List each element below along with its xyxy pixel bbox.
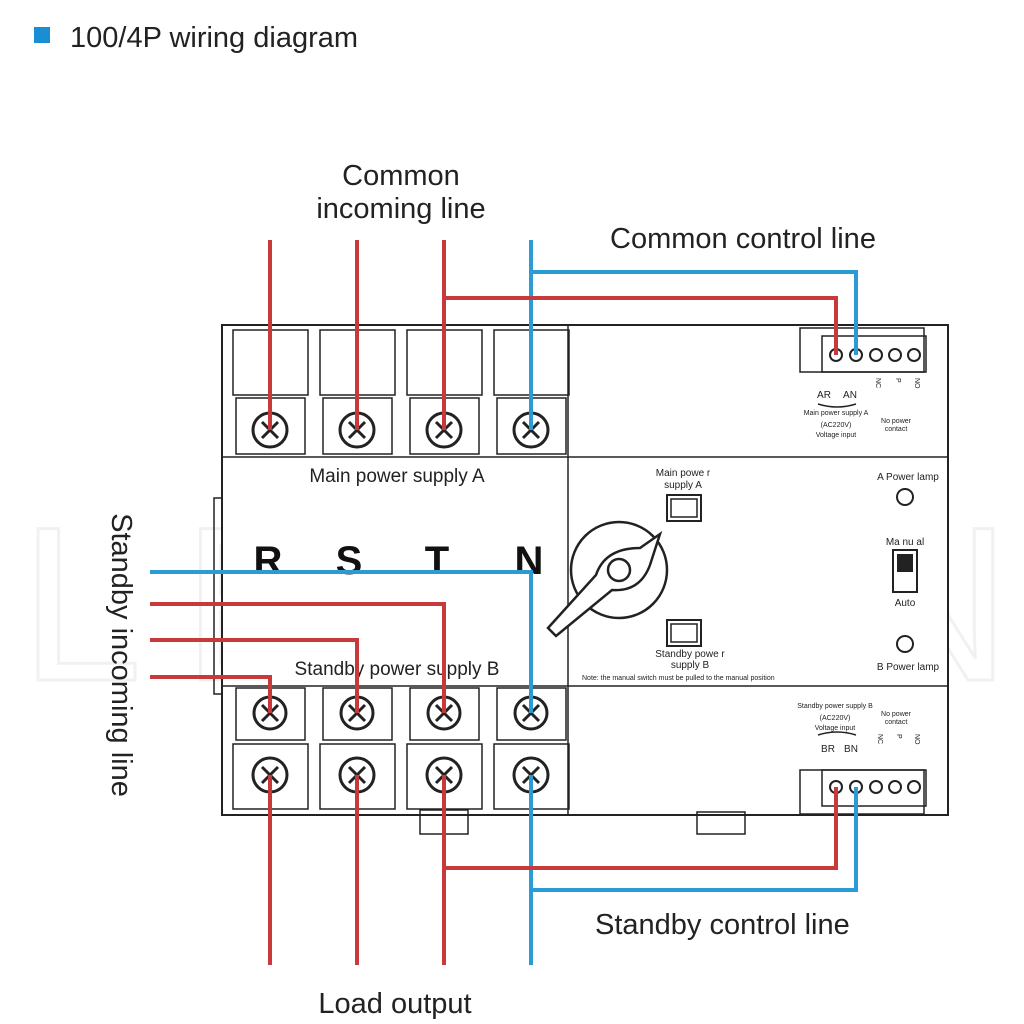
page-title: 100/4P wiring diagram (70, 22, 358, 54)
top-contact-nc: NC (874, 378, 881, 388)
switch-main-label-1: Main powe r (656, 468, 711, 479)
main-input-label-1: Main power supply A (804, 410, 869, 417)
b-power-lamp-icon (896, 635, 914, 653)
bottom-terminal-rows (232, 687, 570, 810)
standby-input-label-3: Voltage input (815, 725, 856, 732)
load-output-label: Load output (318, 988, 471, 1020)
common-incoming-line-label-2: incoming line (316, 193, 485, 225)
bottom-contact-nc: NC (876, 734, 883, 744)
a-power-lamp-icon (896, 488, 914, 506)
bn-label: BN (844, 744, 858, 755)
phase-label-r: R (254, 539, 283, 583)
common-control-line-label: Common control line (610, 223, 876, 255)
wire-standby-s (150, 638, 359, 713)
manual-switch-note: Note: the manual switch must be pulled t… (582, 675, 775, 682)
b-power-lamp-label: B Power lamp (877, 662, 940, 673)
top-no-power-1: No power (881, 418, 912, 425)
title-marker-icon (34, 27, 50, 43)
control-screw-icon[interactable] (888, 348, 902, 362)
standby-supply-button-face (670, 623, 698, 643)
top-brace-icon (817, 403, 857, 408)
top-control-block: AR AN Main power supply A (AC220V) Volta… (799, 327, 927, 439)
bottom-no-power-1: No power (881, 711, 912, 718)
main-power-supply-label: Main power supply A (309, 466, 485, 487)
bottom-no-power-2: contact (885, 719, 908, 726)
top-no-power-2: contact (885, 426, 908, 433)
control-screw-icon[interactable] (869, 348, 883, 362)
switch-standby-label-1: Standby powe r (655, 649, 725, 660)
standby-power-supply-label: Standby power supply B (295, 659, 500, 680)
wire-standby-control-live (444, 787, 838, 870)
standby-input-label-1: Standby power supply B (797, 703, 873, 710)
switch-standby-label-2: supply B (671, 660, 710, 671)
standby-control-line-label: Standby control line (595, 909, 850, 941)
ar-label: AR (817, 390, 831, 401)
standby-input-label-2: (AC220V) (820, 715, 851, 722)
wire-common-control-neutral (531, 270, 858, 355)
wire-standby-t (150, 602, 446, 713)
manual-label: Ma nu al (886, 537, 924, 548)
control-screw-icon[interactable] (907, 348, 921, 362)
rotary-handle-icon[interactable] (546, 530, 663, 638)
top-contact-no: NO (913, 378, 920, 389)
control-panel: Main powe r supply A Standby powe r supp… (546, 468, 940, 682)
control-screw-icon[interactable] (888, 780, 902, 794)
an-label: AN (843, 390, 857, 401)
control-screw-icon[interactable] (869, 780, 883, 794)
main-input-label-3: Voltage input (816, 432, 857, 439)
switch-main-label-2: supply A (664, 480, 702, 491)
a-power-lamp-label: A Power lamp (877, 472, 939, 483)
br-label: BR (821, 744, 835, 755)
bottom-contact-p: P (895, 734, 902, 739)
wire-common-control-live (444, 296, 838, 355)
phase-label-s: S (336, 539, 363, 583)
top-contact-p: P (894, 378, 901, 383)
phase-label-t: T (425, 539, 449, 583)
bottom-brace-icon (817, 731, 857, 736)
control-screw-icon[interactable] (907, 780, 921, 794)
standby-incoming-line-label: Standby incoming line (105, 513, 137, 797)
auto-label: Auto (895, 598, 916, 609)
wire-standby-control-neutral (531, 787, 858, 892)
din-clip-right (696, 811, 746, 835)
toggle-knob-icon (897, 554, 913, 572)
wires (150, 240, 858, 965)
rotary-hub-icon (606, 557, 632, 583)
wire-standby-r (150, 675, 272, 713)
bottom-contact-no: NO (913, 734, 920, 745)
bottom-control-block: Standby power supply B (AC220V) Voltage … (797, 703, 927, 815)
main-input-label-2: (AC220V) (821, 422, 852, 429)
wire-standby-n (150, 570, 533, 713)
common-incoming-line-label-1: Common (342, 160, 460, 192)
main-supply-button-face (670, 498, 698, 518)
side-rail (213, 497, 223, 695)
